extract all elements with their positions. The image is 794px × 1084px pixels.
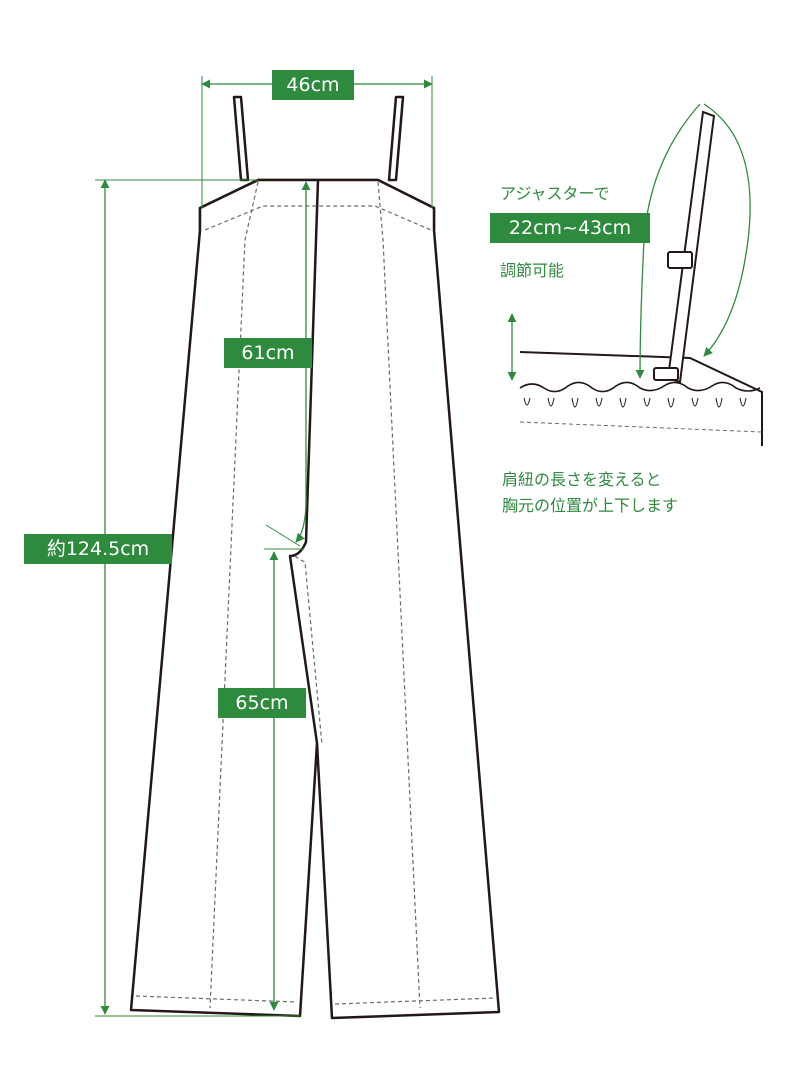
strap-range-label: 22cm~43cm	[490, 213, 650, 243]
adjust-range-arc	[703, 103, 751, 357]
left-strap	[232, 95, 250, 182]
strap-note-line1: アジャスターで	[500, 184, 610, 203]
rise-label: 61cm	[224, 338, 312, 368]
detail-ruffle	[519, 381, 761, 393]
stitch-lines	[135, 181, 496, 1009]
bottom-note-line1: 肩紐の長さを変えると	[502, 470, 662, 489]
dimension-lines	[95, 76, 433, 1017]
lower-buckle-icon	[653, 367, 679, 381]
width-label: 46cm	[272, 70, 354, 100]
detail-top-edge	[519, 351, 763, 446]
detail-strap	[666, 110, 716, 384]
garment-outline	[129, 95, 501, 1020]
strap-note-line3: 調節可能	[500, 261, 565, 280]
adjuster-buckle-icon	[667, 251, 693, 269]
bottom-note-line2: 胸元の位置が上下します	[502, 496, 679, 515]
trouser-body	[129, 178, 501, 1020]
strap-detail	[507, 103, 763, 446]
inseam-label: 65cm	[218, 688, 306, 718]
right-strap	[387, 95, 405, 182]
total-length-label: 約124.5cm	[24, 534, 172, 564]
